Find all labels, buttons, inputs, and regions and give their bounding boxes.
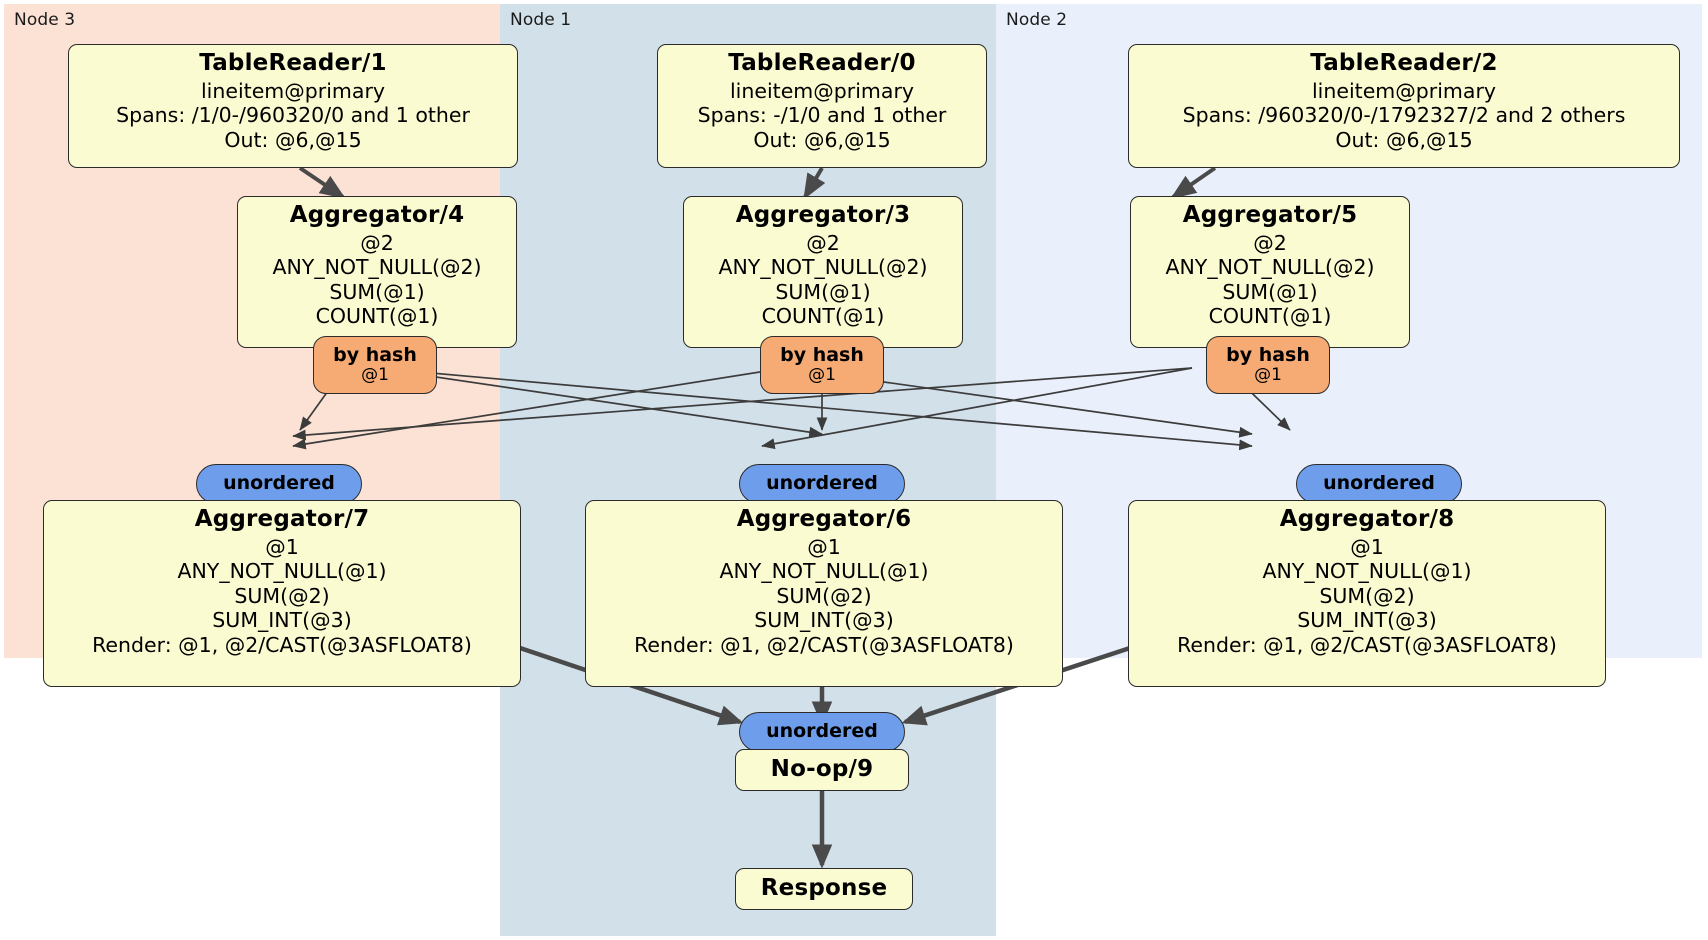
- edge-tr2-agg5: [1170, 166, 1217, 199]
- router-kind: by hash: [780, 343, 864, 366]
- processor-line: SUM(@2): [776, 583, 872, 608]
- processor-title: No-op/9: [770, 756, 874, 783]
- edge-hashmid-recvleft: [292, 367, 786, 450]
- processor-title: Aggregator/3: [735, 202, 911, 228]
- processor-line: Spans: -/1/0 and 1 other: [697, 103, 947, 128]
- processor-line: lineitem@primary: [200, 78, 386, 103]
- processor-line: SUM(@1): [1222, 279, 1318, 304]
- processor-title: Aggregator/6: [736, 506, 912, 532]
- processor-tablereader1[interactable]: TableReader/1 lineitem@primary Spans: /1…: [68, 44, 518, 168]
- processor-line: SUM(@1): [775, 279, 871, 304]
- processor-line: SUM(@1): [329, 279, 425, 304]
- processor-line: COUNT(@1): [1208, 304, 1332, 329]
- processor-tablereader2[interactable]: TableReader/2 lineitem@primary Spans: /9…: [1128, 44, 1680, 168]
- receiver-unordered-final[interactable]: unordered: [739, 712, 905, 752]
- processor-line: Render: @1, @2/CAST(@3ASFLOAT8): [1177, 632, 1557, 657]
- processor-aggregator3[interactable]: Aggregator/3 @2 ANY_NOT_NULL(@2) SUM(@1)…: [683, 196, 963, 348]
- receiver-kind: unordered: [1323, 472, 1435, 495]
- processor-line: COUNT(@1): [761, 304, 885, 329]
- processor-line: ANY_NOT_NULL(@2): [718, 255, 928, 280]
- edge-hashright-recvmid: [761, 367, 1193, 450]
- receiver-kind: unordered: [223, 472, 335, 495]
- receiver-kind: unordered: [766, 720, 878, 743]
- processor-line: SUM(@2): [1319, 583, 1415, 608]
- processor-line: SUM_INT(@3): [1297, 608, 1437, 633]
- processor-line: SUM_INT(@3): [754, 608, 894, 633]
- processor-title: Aggregator/7: [194, 506, 370, 532]
- processor-line: Render: @1, @2/CAST(@3ASFLOAT8): [92, 632, 472, 657]
- router-key: @1: [361, 365, 389, 386]
- processor-title: Aggregator/5: [1182, 202, 1358, 228]
- edge-tr1-agg4: [298, 166, 346, 199]
- processor-line: Spans: /1/0-/960320/0 and 1 other: [116, 103, 470, 128]
- processor-aggregator5[interactable]: Aggregator/5 @2 ANY_NOT_NULL(@2) SUM(@1)…: [1130, 196, 1410, 348]
- processor-line: @2: [1253, 230, 1287, 255]
- processor-aggregator8[interactable]: Aggregator/8 @1 ANY_NOT_NULL(@1) SUM(@2)…: [1128, 500, 1606, 687]
- processor-title: TableReader/0: [728, 50, 916, 76]
- router-by-hash-mid[interactable]: by hash @1: [760, 336, 884, 394]
- edge-tr0-agg3: [803, 166, 826, 200]
- processor-line: @1: [1350, 534, 1384, 559]
- processor-title: TableReader/1: [199, 50, 387, 76]
- processor-line: ANY_NOT_NULL(@1): [719, 559, 929, 584]
- router-by-hash-left[interactable]: by hash @1: [313, 336, 437, 394]
- node-region-label-node1: Node 1: [510, 10, 572, 30]
- processor-line: @2: [806, 230, 840, 255]
- processor-line: lineitem@primary: [1311, 78, 1497, 103]
- processor-line: Out: @6,@15: [1335, 127, 1473, 152]
- node-region-label-node2: Node 2: [1006, 10, 1068, 30]
- processor-tablereader0[interactable]: TableReader/0 lineitem@primary Spans: -/…: [657, 44, 987, 168]
- receiver-unordered-mid[interactable]: unordered: [739, 464, 905, 504]
- router-key: @1: [808, 365, 836, 386]
- processor-title: Aggregator/8: [1279, 506, 1455, 532]
- processor-line: @2: [360, 230, 394, 255]
- processor-noop9[interactable]: No-op/9: [735, 749, 909, 791]
- receiver-kind: unordered: [766, 472, 878, 495]
- processor-line: lineitem@primary: [729, 78, 915, 103]
- router-kind: by hash: [333, 343, 417, 366]
- router-kind: by hash: [1226, 343, 1310, 366]
- processor-aggregator7[interactable]: Aggregator/7 @1 ANY_NOT_NULL(@1) SUM(@2)…: [43, 500, 521, 687]
- processor-line: ANY_NOT_NULL(@1): [177, 559, 387, 584]
- processor-line: ANY_NOT_NULL(@2): [1165, 255, 1375, 280]
- processor-title: Response: [760, 875, 888, 902]
- processor-title: Aggregator/4: [289, 202, 465, 228]
- router-key: @1: [1254, 365, 1282, 386]
- edge-hashleft-recvright: [374, 367, 1253, 451]
- processor-title: TableReader/2: [1310, 50, 1498, 76]
- processor-line: @1: [265, 534, 299, 559]
- processor-line: Render: @1, @2/CAST(@3ASFLOAT8): [634, 632, 1014, 657]
- processor-line: ANY_NOT_NULL(@2): [272, 255, 482, 280]
- processor-line: Out: @6,@15: [753, 127, 891, 152]
- processor-line: Out: @6,@15: [224, 127, 362, 152]
- receiver-unordered-left[interactable]: unordered: [196, 464, 362, 504]
- processor-line: @1: [807, 534, 841, 559]
- processor-line: Spans: /960320/0-/1792327/2 and 2 others: [1182, 103, 1626, 128]
- processor-line: SUM_INT(@3): [212, 608, 352, 633]
- receiver-unordered-right[interactable]: unordered: [1296, 464, 1462, 504]
- processor-response[interactable]: Response: [735, 868, 913, 910]
- edge-hashright-recvleft: [292, 367, 1193, 441]
- processor-line: COUNT(@1): [315, 304, 439, 329]
- edge-hashleft-recvmid: [374, 367, 823, 438]
- processor-line: ANY_NOT_NULL(@1): [1262, 559, 1472, 584]
- router-by-hash-right[interactable]: by hash @1: [1206, 336, 1330, 394]
- processor-aggregator6[interactable]: Aggregator/6 @1 ANY_NOT_NULL(@1) SUM(@2)…: [585, 500, 1063, 687]
- node-region-label-node3: Node 3: [14, 10, 76, 30]
- processor-aggregator4[interactable]: Aggregator/4 @2 ANY_NOT_NULL(@2) SUM(@1)…: [237, 196, 517, 348]
- processor-line: SUM(@2): [234, 583, 330, 608]
